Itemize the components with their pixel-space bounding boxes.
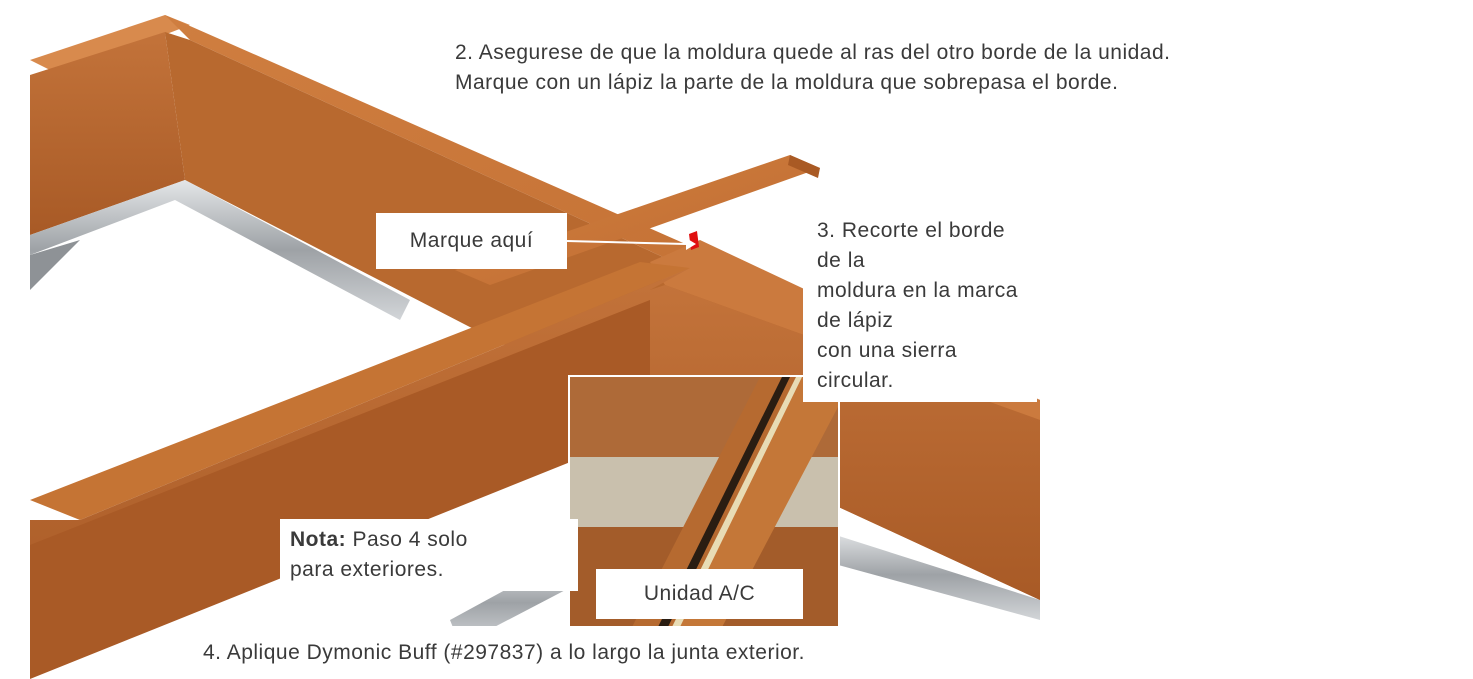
rail-back [30, 180, 410, 320]
step-2-line-1: 2. Asegurese de que la moldura quede al … [455, 41, 1171, 64]
note-line-1-text: Paso 4 solo [346, 528, 468, 551]
trim-end [788, 155, 820, 178]
step-2-instruction: 2. Asegurese de que la moldura quede al … [445, 34, 1180, 102]
step-3-line-2: moldura en la marca de lápiz [817, 279, 1018, 332]
inset-caption: Unidad A/C [596, 569, 803, 619]
rail-front [820, 530, 1040, 620]
note-line-2: para exteriores. [290, 558, 444, 581]
note-line-1: Nota: Paso 4 solo [290, 525, 568, 555]
mark-pointer-line [566, 240, 687, 245]
moulding-front-top [30, 262, 690, 520]
moulding-front-face [30, 300, 650, 679]
mark-here-label: Marque aquí [376, 213, 567, 269]
step-3-line-3: con una sierra circular. [817, 339, 958, 392]
note-box: Nota: Paso 4 solo para exteriores. [280, 519, 578, 591]
rail-left [30, 240, 80, 290]
frame-right-side [650, 285, 1040, 600]
inset-joint-line [670, 377, 802, 631]
step-3-instruction: 3. Recorte el borde de la moldura en la … [803, 212, 1037, 402]
frame-top-back [30, 15, 190, 75]
inset-shadow [656, 377, 790, 631]
step-3-line-1: 3. Recorte el borde de la [817, 219, 1006, 272]
step-2-line-2: Marque con un lápiz la parte de la moldu… [455, 71, 1119, 94]
note-bold-label: Nota: [290, 528, 347, 551]
inset-moulding-right [675, 377, 838, 631]
step-4-instruction: 4. Aplique Dymonic Buff (#297837) a lo l… [181, 626, 1473, 679]
mark-pointer-arrow [686, 238, 696, 250]
frame-back-wall [30, 32, 185, 235]
